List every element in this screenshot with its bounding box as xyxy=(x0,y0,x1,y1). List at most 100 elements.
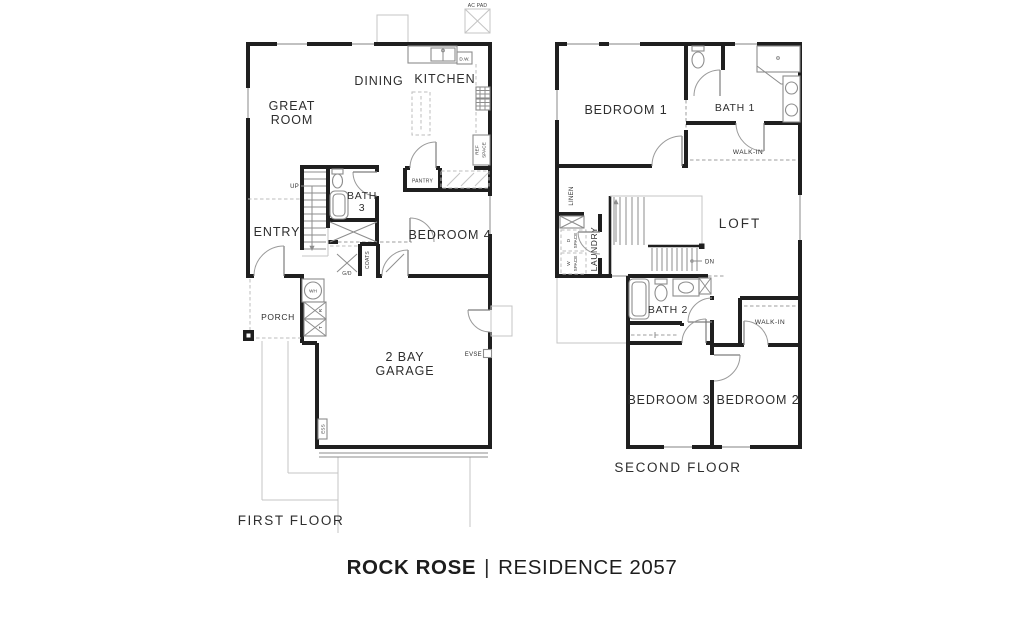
stair-direction-arrow xyxy=(309,245,315,251)
wh-label: WH xyxy=(309,289,317,294)
dryer-space xyxy=(560,229,587,252)
bath1-fixtures xyxy=(691,45,801,123)
linen-laundry: D SPACE W SPACE LAUNDRY LINEN xyxy=(559,186,601,275)
great-room-label-line2: ROOM xyxy=(271,113,314,127)
water-heater-icon xyxy=(303,281,323,300)
sink-icon xyxy=(677,281,695,294)
bath2-fixtures xyxy=(628,277,713,323)
garage-label-line1: 2 BAY xyxy=(385,350,424,364)
w-space-label-line2: SPACE xyxy=(573,256,578,272)
driveway-lines xyxy=(261,341,471,533)
garage-equipment: EVSE ESS xyxy=(317,348,493,440)
great-room-label-line1: GREAT xyxy=(269,99,316,113)
first-floor-plan: AC PAD xyxy=(238,3,513,533)
toilet-icon xyxy=(654,278,668,285)
laundry-door xyxy=(577,231,601,255)
pantry-door xyxy=(409,141,437,169)
first-floor-caption: FIRST FLOOR xyxy=(238,513,345,528)
r-closet-label: R xyxy=(318,308,323,312)
kitchen-fixtures: D.W. REF SPACE xyxy=(407,45,491,166)
toilet-icon xyxy=(331,168,344,175)
ess-label: ESS xyxy=(321,424,326,434)
first-floor-interior-walls xyxy=(248,165,492,278)
d-space-label-line1: D xyxy=(566,238,571,242)
bath3-label-line1: BATH xyxy=(347,190,377,202)
ref-label-line2: SPACE xyxy=(482,142,487,158)
title-separator: | xyxy=(484,556,491,579)
toilet-nook-door xyxy=(693,69,721,97)
ess-box xyxy=(317,418,328,440)
soffit-hatch xyxy=(440,170,490,189)
bath3-fixtures xyxy=(329,168,378,220)
bedroom4-label: BEDROOM 4 xyxy=(408,228,491,242)
garage-side-door xyxy=(467,305,513,337)
w-space-label-line1: W xyxy=(566,261,571,266)
residence-number: RESIDENCE 2057 xyxy=(498,556,678,579)
second-floor-plan: D SPACE W SPACE LAUNDRY LINEN DN xyxy=(555,42,802,475)
lower-floor-outline xyxy=(556,277,628,344)
cooktop-icon xyxy=(475,86,491,99)
second-floor-caption: SECOND FLOOR xyxy=(614,460,741,475)
bath1-label: BATH 1 xyxy=(715,102,755,114)
bath3-door xyxy=(352,171,378,197)
sink-icon xyxy=(784,81,799,95)
bath2-label: BATH 2 xyxy=(648,304,688,316)
walk-in2-label: WALK-IN xyxy=(755,319,785,326)
newel-post xyxy=(699,243,705,249)
bedroom4-doors xyxy=(381,217,435,277)
plan-name: ROCK ROSE xyxy=(346,556,477,579)
stairs-second-floor: DN xyxy=(610,195,714,271)
d-space-label-line2: SPACE xyxy=(573,233,578,249)
laundry-label: LAUNDRY xyxy=(589,227,599,272)
bedroom1-label: BEDROOM 1 xyxy=(584,103,667,117)
dining-label: DINING xyxy=(354,74,403,88)
bedroom3-door xyxy=(681,318,707,344)
bedroom3-label: BEDROOM 3 xyxy=(627,393,710,407)
garage-label-line2: GARAGE xyxy=(376,364,435,378)
walk-in1-closet xyxy=(690,122,798,161)
washer-space xyxy=(560,252,587,275)
garage-door xyxy=(319,452,488,458)
bath3-label-line2: 3 xyxy=(359,202,366,214)
t-closet-label: T xyxy=(318,326,323,329)
stair-direction-arrow xyxy=(613,199,619,205)
pantry-label: PANTRY xyxy=(412,179,433,185)
entry-label: ENTRY xyxy=(254,225,301,239)
coats-closet: COATS G/D xyxy=(336,251,371,277)
exterior-landing xyxy=(490,305,513,337)
linen-label: LINEN xyxy=(569,186,575,205)
up-label: UP xyxy=(290,184,299,190)
linen-closet-first-floor xyxy=(329,221,378,243)
evse-box xyxy=(482,348,493,359)
loft-label: LOFT xyxy=(719,216,762,231)
utility-closets: WH R T xyxy=(301,278,327,337)
ac-pad: AC PAD xyxy=(464,3,491,34)
walk-in1-label: WALK-IN xyxy=(733,149,763,156)
bath2-door xyxy=(687,297,713,323)
dishwasher-box xyxy=(456,51,473,65)
coats-label: COATS xyxy=(365,251,371,269)
sink-icon xyxy=(784,103,799,117)
kitchen-label: KITCHEN xyxy=(414,72,475,86)
ac-pad-label: AC PAD xyxy=(468,3,488,9)
walk-in2-closet xyxy=(743,305,798,346)
plan-title: ROCK ROSE | RESIDENCE 2057 xyxy=(0,556,1024,580)
bedroom3-closet xyxy=(631,318,707,344)
stairs-first-floor: UP xyxy=(290,171,329,257)
bedroom2-label: BEDROOM 2 xyxy=(716,393,799,407)
second-floor-interior-walls xyxy=(557,44,802,449)
porch-label: PORCH xyxy=(261,312,295,322)
kitchen-island xyxy=(411,91,431,136)
bedroom2-door xyxy=(713,354,741,382)
patio-outline xyxy=(376,14,409,45)
dw-label: D.W. xyxy=(459,57,469,62)
dn-label: DN xyxy=(705,260,714,266)
evse-label: EVSE xyxy=(465,352,482,358)
bedroom1-door xyxy=(651,135,683,167)
porch-outline xyxy=(243,279,301,341)
refrigerator-space xyxy=(472,134,491,166)
gd-label: G/D xyxy=(342,271,352,277)
ref-label-line1: REF xyxy=(475,145,480,155)
